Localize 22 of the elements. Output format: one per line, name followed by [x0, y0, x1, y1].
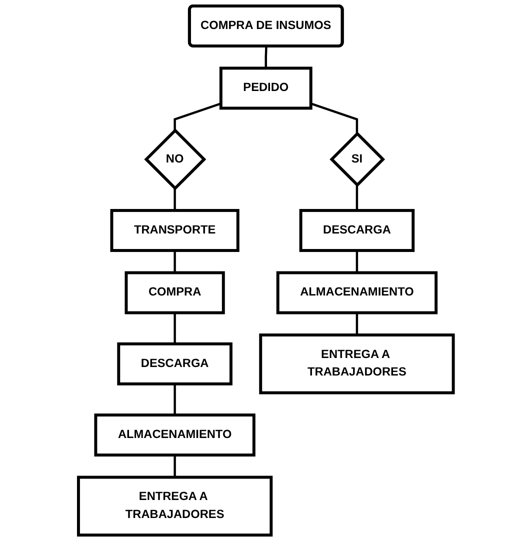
connector — [173, 102, 221, 130]
node-box: DESCARGA — [298, 208, 414, 252]
connector — [264, 46, 267, 68]
connector — [173, 455, 176, 478]
connector — [173, 384, 176, 416]
node-diamond: SI — [329, 132, 385, 188]
connector — [173, 250, 176, 273]
node-box: COMPRA — [124, 271, 224, 314]
connector — [355, 250, 358, 273]
node-box: ALMACENAMIENTO — [276, 271, 438, 314]
connector — [355, 312, 358, 335]
connector — [173, 188, 176, 210]
node-box: TRANSPORTE — [110, 208, 239, 252]
connector — [355, 184, 358, 210]
node-diamond: NO — [144, 128, 206, 190]
connector — [173, 312, 176, 344]
connector — [310, 102, 358, 134]
node-box: ENTREGA A TRABAJADORES — [258, 334, 454, 394]
node-box: ENTREGA A TRABAJADORES — [76, 476, 272, 537]
node-box: DESCARGA — [116, 342, 232, 386]
node-box: ALMACENAMIENTO — [94, 414, 256, 457]
node-box: PEDIDO — [219, 66, 312, 110]
